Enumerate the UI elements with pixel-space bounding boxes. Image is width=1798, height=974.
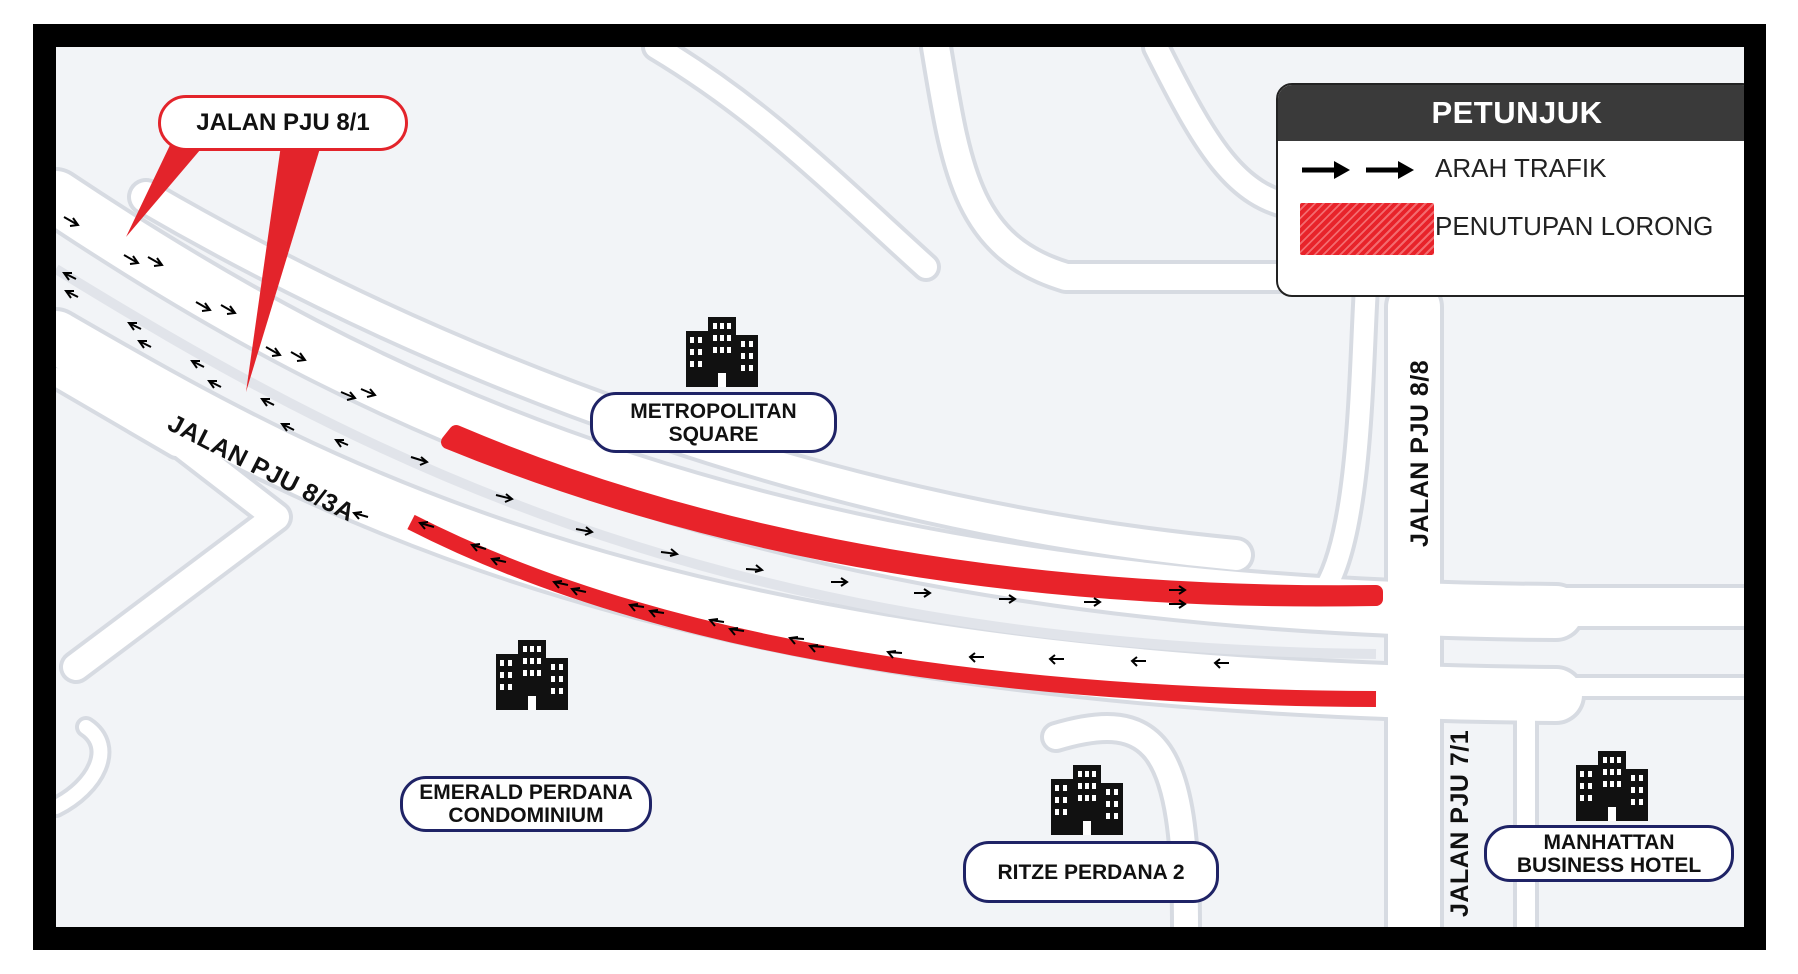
legend-label-closure: PENUTUPAN LORONG xyxy=(1435,211,1714,241)
legend: PETUNJUK ARAH TRAFIK PENUTUPAN LORONG xyxy=(1276,83,1744,297)
callout-pointers xyxy=(126,143,321,392)
callout-jalan-pju-8-1: JALAN PJU 8/1 xyxy=(158,95,408,151)
map-canvas: PETUNJUK ARAH TRAFIK PENUTUPAN LORONG JA… xyxy=(56,47,1744,927)
legend-title: PETUNJUK xyxy=(1278,85,1744,141)
place-label-manhattan: MANHATTAN BUSINESS HOTEL xyxy=(1484,825,1734,882)
lane-closure-swatch xyxy=(1300,203,1434,255)
lane-closure-lower xyxy=(407,514,1377,707)
place-label-emerald: EMERALD PERDANA CONDOMINIUM xyxy=(400,776,652,832)
building-icon-metropolitan xyxy=(686,317,758,387)
road-label-pju-7-1: JALAN PJU 7/1 xyxy=(1446,729,1474,917)
lane-closure-upper xyxy=(441,425,1383,607)
place-label-ritze: RITZE PERDANA 2 xyxy=(963,841,1219,903)
road-network xyxy=(56,47,1744,927)
building-icon-emerald xyxy=(496,640,568,710)
building-icon-ritze xyxy=(1051,765,1123,835)
traffic-arrows-east xyxy=(63,216,1187,609)
road-label-pju-8-8: JALAN PJU 8/8 xyxy=(1406,359,1434,547)
median xyxy=(56,264,1377,659)
arrow-right-icon xyxy=(1302,161,1414,179)
traffic-arrows-west xyxy=(62,272,1229,669)
legend-label-traffic: ARAH TRAFIK xyxy=(1435,153,1607,183)
legend-item-closure: PENUTUPAN LORONG xyxy=(1300,203,1713,255)
building-icon-manhattan xyxy=(1576,751,1648,821)
place-label-metropolitan: METROPOLITAN SQUARE xyxy=(590,392,837,453)
